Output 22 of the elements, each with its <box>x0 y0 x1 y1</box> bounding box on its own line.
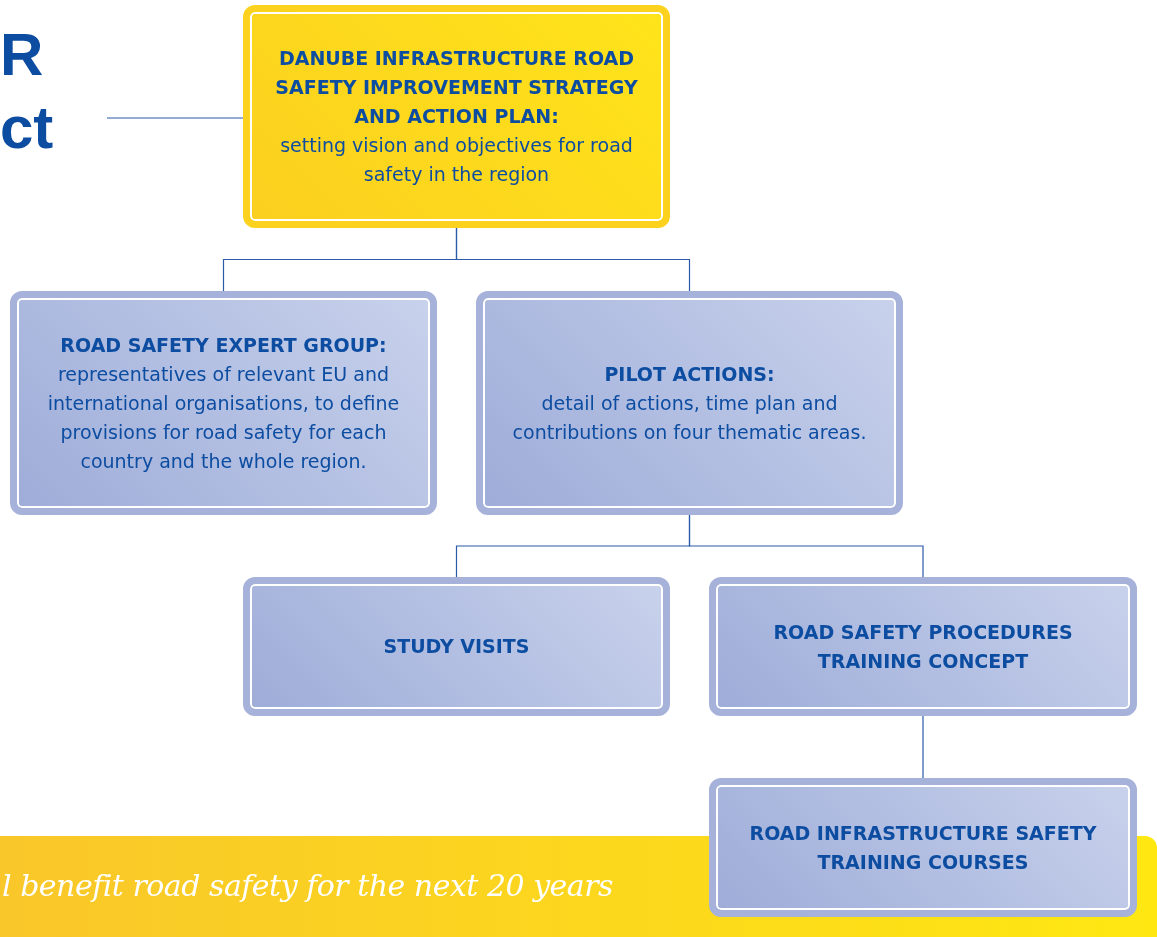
box-heading: DANUBE INFRASTRUCTURE ROAD SAFETY IMPROVEMENT STRATEGY AND ACTION PLAN: <box>274 46 639 129</box>
box-description: setting vision and objectives for road safety in the region <box>279 133 634 187</box>
box-heading: ROAD SAFETY EXPERT GROUP: <box>60 332 387 358</box>
connector-line <box>688 514 924 578</box>
box-description: representatives of relevant EU and international organisations, to define provisions for road safety for each country and the whole region. <box>46 361 401 474</box>
process-box <box>709 577 1137 716</box>
connector-line <box>455 227 691 292</box>
connector-line <box>106 117 244 119</box>
box-heading: ROAD INFRASTRUCTURE SAFETY TRAINING COURSES <box>748 820 1098 875</box>
box-description: detail of actions, time plan and contributions on four thematic areas. <box>511 390 868 445</box>
box-heading: ROAD SAFETY PROCEDURES TRAINING CONCEPT <box>772 619 1074 674</box>
process-box <box>476 291 903 515</box>
panel-title-fragment: R <box>0 25 44 85</box>
process-box <box>243 577 670 716</box>
slogan-text: l benefit road safety for the next 20 years <box>2 868 613 903</box>
connector-line <box>922 715 924 779</box>
process-box <box>10 291 437 515</box>
box-heading: STUDY VISITS <box>383 634 530 659</box>
box-heading: PILOT ACTIONS: <box>604 361 775 387</box>
process-box <box>709 778 1137 917</box>
panel-title-fragment: ct <box>0 98 54 158</box>
process-box <box>243 5 670 228</box>
